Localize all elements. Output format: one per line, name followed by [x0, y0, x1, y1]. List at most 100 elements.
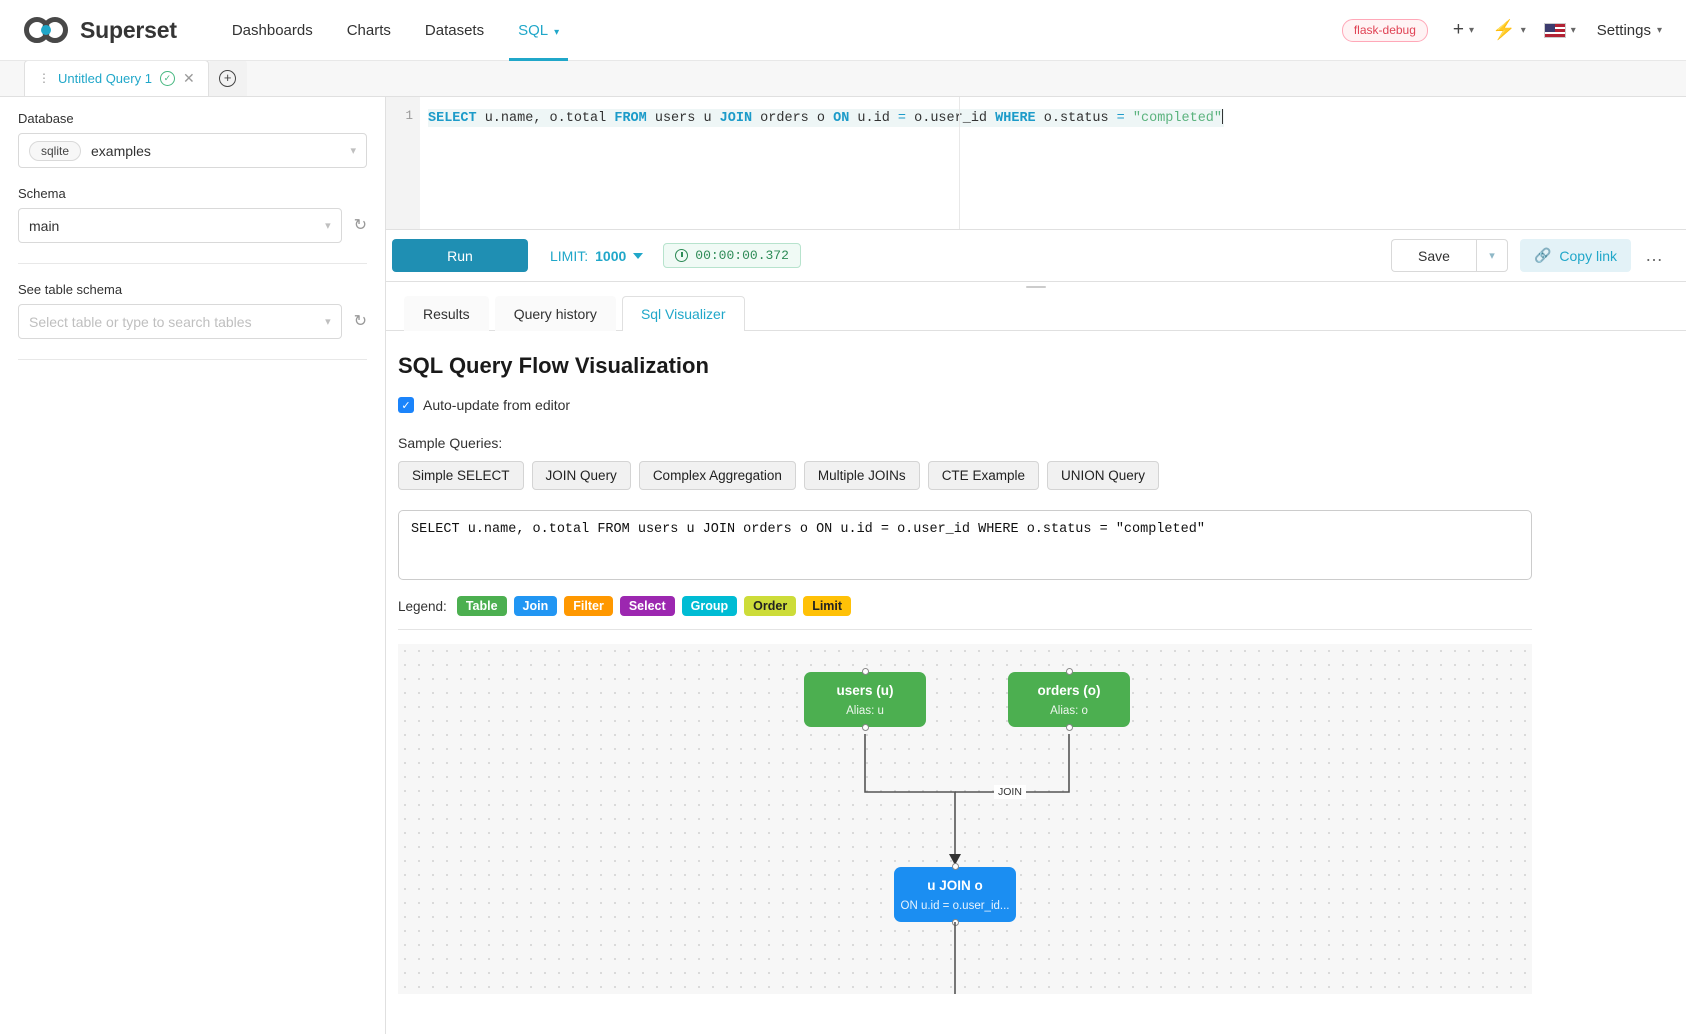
- navbar-right: flask-debug +▾ ⚡▾ ▾ Settings ▾: [1341, 12, 1662, 48]
- legend-badge-filter[interactable]: Filter: [564, 596, 613, 616]
- sample-btn-multiple-joins[interactable]: Multiple JOINs: [803, 461, 920, 490]
- legend: Legend: Table Join Filter Select Group O…: [398, 596, 1652, 616]
- run-toolbar: Run LIMIT: 1000 00:00:00.372 Save ▾ 🔗 Co…: [386, 230, 1686, 282]
- flag-glyph: [1543, 22, 1566, 38]
- editor-code-line: SELECT u.name, o.total FROM users u JOIN…: [428, 109, 1225, 127]
- drag-handle-icon[interactable]: ⋮: [38, 71, 50, 85]
- refresh-icon[interactable]: ↻: [353, 312, 367, 330]
- sample-btn-complex-aggregation[interactable]: Complex Aggregation: [638, 461, 796, 490]
- legend-badge-join[interactable]: Join: [513, 596, 558, 616]
- timer-value: 00:00:00.372: [695, 248, 789, 263]
- refresh-icon[interactable]: ↻: [353, 216, 367, 234]
- panel-divider: [18, 263, 367, 264]
- result-tabs: Results Query history Sql Visualizer: [386, 291, 1686, 332]
- new-query-tab-button[interactable]: +: [208, 60, 247, 96]
- schema-value: main: [29, 217, 60, 234]
- chevron-down-icon: ▾: [325, 316, 331, 328]
- node-users[interactable]: users (u) Alias: u: [804, 668, 926, 731]
- limit-value: 1000: [595, 247, 627, 264]
- check-circle-icon: ✓: [159, 70, 175, 86]
- node-users-alias: Alias: u: [846, 705, 884, 717]
- superset-logo[interactable]: Superset: [24, 17, 177, 44]
- schema-row: main ▾ ↻: [18, 208, 367, 243]
- node-orders-alias: Alias: o: [1050, 705, 1088, 717]
- legend-badge-order[interactable]: Order: [744, 596, 797, 616]
- nav-link-dashboards[interactable]: Dashboards: [231, 21, 313, 39]
- page-title: SQL Query Flow Visualization: [398, 353, 709, 378]
- tab-sql-visualizer[interactable]: Sql Visualizer: [621, 296, 745, 332]
- chevron-down-icon: ▾: [1656, 24, 1662, 36]
- top-navbar: Superset Dashboards Charts Datasets SQL ▾…: [0, 0, 1686, 61]
- save-group: Save ▾: [1391, 239, 1508, 272]
- status-badge: flask-debug: [1341, 18, 1428, 42]
- limit-prefix: LIMIT:: [550, 247, 589, 264]
- database-label: Database: [18, 111, 74, 126]
- save-dropdown-button[interactable]: ▾: [1475, 239, 1508, 272]
- resize-handle[interactable]: [386, 282, 1686, 291]
- auto-update-checkbox[interactable]: ✓: [398, 397, 414, 413]
- us-flag-icon[interactable]: ▾: [1537, 17, 1583, 44]
- nav-links: Dashboards Charts Datasets SQL ▾: [215, 0, 576, 61]
- editor-gutter: 1: [386, 97, 420, 229]
- ellipsis-icon[interactable]: …: [1645, 245, 1664, 265]
- save-button[interactable]: Save: [1391, 239, 1476, 272]
- node-port-top: [1065, 668, 1073, 675]
- copy-link-label: Copy link: [1559, 247, 1617, 264]
- run-button[interactable]: Run: [392, 239, 528, 272]
- sql-input-textarea[interactable]: [398, 510, 1532, 580]
- node-port-top: [861, 668, 869, 675]
- chevron-down-icon: ▾: [554, 26, 560, 38]
- legend-badge-group[interactable]: Group: [681, 596, 738, 616]
- auto-update-row: ✓ Auto-update from editor: [398, 397, 1652, 413]
- sample-query-buttons: Simple SELECT JOIN Query Complex Aggrega…: [398, 461, 1652, 490]
- node-join[interactable]: u JOIN o ON u.id = o.user_id...: [894, 863, 1016, 926]
- tab-query-history[interactable]: Query history: [494, 296, 616, 331]
- editor-guide-line: [959, 97, 960, 229]
- nav-link-sql-label: SQL: [518, 21, 549, 39]
- toolbar-right: Save ▾ 🔗 Copy link …: [1391, 239, 1664, 272]
- table-placeholder: Select table or type to search tables: [29, 313, 252, 330]
- plus-circle-icon: +: [219, 69, 237, 87]
- sample-btn-union-query[interactable]: UNION Query: [1046, 461, 1159, 490]
- schema-select[interactable]: main ▾: [18, 208, 342, 243]
- legend-badge-table[interactable]: Table: [456, 596, 507, 616]
- node-orders[interactable]: orders (o) Alias: o: [1008, 668, 1130, 731]
- tab-results[interactable]: Results: [404, 296, 489, 331]
- section-divider: [398, 629, 1532, 630]
- close-icon[interactable]: ✕: [182, 69, 195, 86]
- clock-icon: [675, 249, 689, 262]
- chevron-down-icon: ▾: [350, 145, 356, 157]
- sample-btn-join-query[interactable]: JOIN Query: [531, 461, 631, 490]
- chevron-down-icon: [633, 252, 644, 259]
- table-schema-label: See table schema: [18, 282, 123, 297]
- flow-edges: [864, 734, 1070, 865]
- nav-link-charts[interactable]: Charts: [346, 21, 391, 39]
- editor-code-area[interactable]: SELECT u.name, o.total FROM users u JOIN…: [420, 97, 1686, 229]
- chevron-down-icon: ▾: [1469, 24, 1475, 36]
- sample-btn-simple-select[interactable]: Simple SELECT: [398, 461, 524, 490]
- chevron-down-icon: ▾: [325, 220, 331, 232]
- nav-link-datasets[interactable]: Datasets: [424, 21, 485, 39]
- legend-badge-limit[interactable]: Limit: [803, 596, 852, 616]
- copy-link-button[interactable]: 🔗 Copy link: [1519, 239, 1631, 272]
- visualizer-content: SQL Query Flow Visualization ✓ Auto-upda…: [398, 353, 1652, 994]
- sample-btn-cte-example[interactable]: CTE Example: [927, 461, 1039, 490]
- bolt-icon[interactable]: ⚡▾: [1492, 20, 1526, 41]
- query-timer: 00:00:00.372: [663, 243, 801, 268]
- limit-dropdown[interactable]: LIMIT: 1000: [550, 247, 644, 264]
- left-panel: Database sqlite examples ▾ Schema main ▾…: [0, 97, 386, 1034]
- sql-visualizer-pane: SQL Query Flow Visualization ✓ Auto-upda…: [386, 331, 1686, 1034]
- flow-canvas[interactable]: JOIN users (u) Alias: u orders (o) Alias…: [398, 644, 1532, 994]
- query-tab[interactable]: ⋮ Untitled Query 1 ✓ ✕: [24, 60, 209, 96]
- sql-editor[interactable]: 1 SELECT u.name, o.total FROM users u JO…: [386, 97, 1686, 230]
- database-select[interactable]: sqlite examples ▾: [18, 133, 367, 168]
- node-join-condition: ON u.id = o.user_id...: [900, 900, 1010, 912]
- plus-icon[interactable]: +▾: [1452, 19, 1475, 40]
- table-row: Select table or type to search tables ▾ …: [18, 304, 367, 339]
- legend-badge-select[interactable]: Select: [619, 596, 675, 616]
- settings-menu[interactable]: Settings: [1596, 21, 1651, 39]
- node-join-title: u JOIN o: [927, 878, 983, 893]
- panel-divider-2: [18, 359, 367, 360]
- nav-link-sql[interactable]: SQL ▾: [501, 0, 576, 61]
- table-select[interactable]: Select table or type to search tables ▾: [18, 304, 342, 339]
